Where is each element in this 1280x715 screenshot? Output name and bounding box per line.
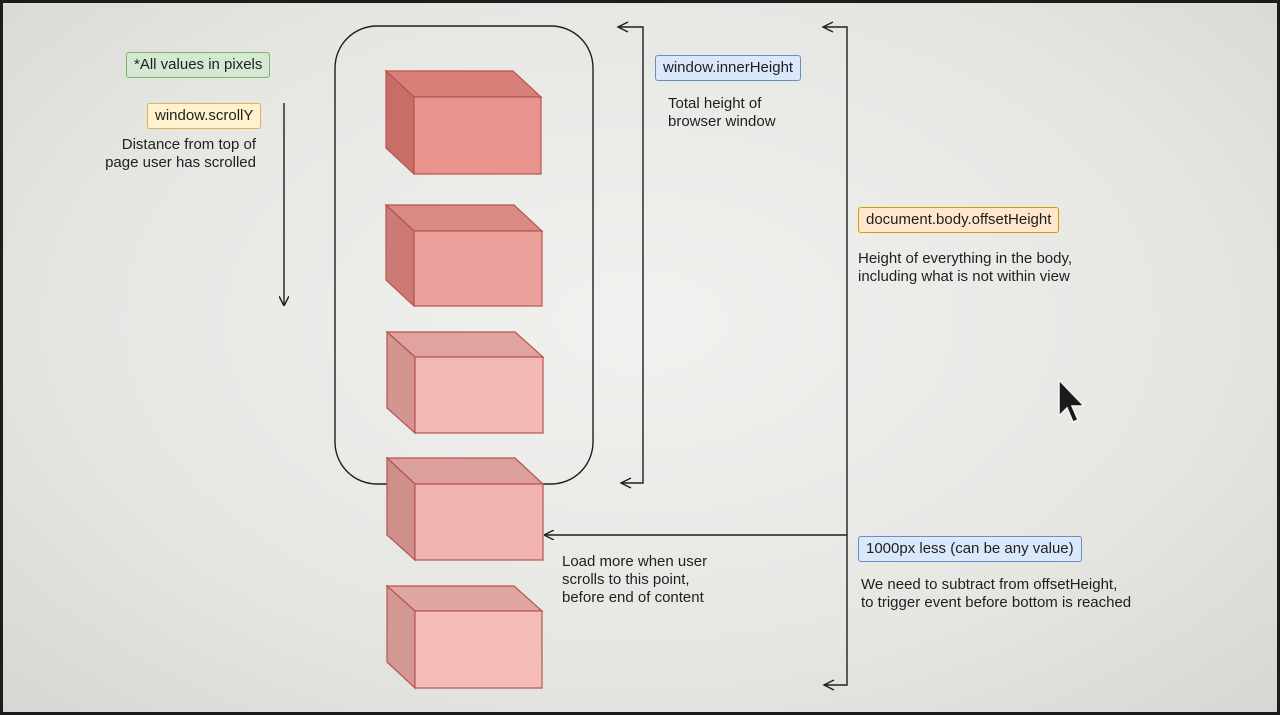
- offset-desc-line-1: Height of everything in the body,: [858, 250, 1073, 267]
- scroll-desc-line-1: Distance from top of: [121, 136, 256, 153]
- mouse-pointer-icon: [1058, 378, 1086, 423]
- content-box-3: [385, 330, 545, 435]
- offset-height-description: Height of everything in the body, includ…: [858, 250, 1072, 286]
- inner-desc-line-1: Total height of: [668, 95, 762, 112]
- offset-less-description: We need to subtract from offsetHeight, t…: [861, 576, 1131, 612]
- load-desc-line-1: Load more when user: [562, 553, 708, 570]
- content-box-4: [385, 456, 545, 562]
- load-desc-line-3: before end of content: [562, 589, 704, 606]
- scroll-y-description: Distance from top of page user has scrol…: [88, 136, 256, 172]
- inner-desc-line-2: browser window: [668, 113, 776, 130]
- less-desc-line-1: We need to subtract from offsetHeight,: [861, 576, 1118, 593]
- offset-less-label: 1000px less (can be any value): [858, 536, 1082, 562]
- content-box-1: [384, 69, 543, 176]
- content-box-2: [384, 203, 544, 308]
- all-values-note: *All values in pixels: [126, 52, 271, 78]
- load-desc-line-2: scrolls to this point,: [562, 571, 690, 588]
- offset-desc-line-2: including what is not within view: [858, 268, 1070, 285]
- scroll-desc-line-2: page user has scrolled: [105, 154, 256, 171]
- scroll-y-label: window.scrollY: [147, 103, 262, 129]
- inner-height-label: window.innerHeight: [655, 55, 802, 81]
- less-desc-line-2: to trigger event before bottom is reache…: [861, 594, 1132, 611]
- content-box-5: [385, 584, 544, 690]
- inner-height-description: Total height of browser window: [668, 95, 776, 131]
- inner-height-bracket: [618, 26, 644, 484]
- load-more-description: Load more when user scrolls to this poin…: [562, 553, 707, 607]
- offset-height-label: document.body.offsetHeight: [858, 207, 1060, 233]
- offset-height-bracket: [823, 26, 848, 686]
